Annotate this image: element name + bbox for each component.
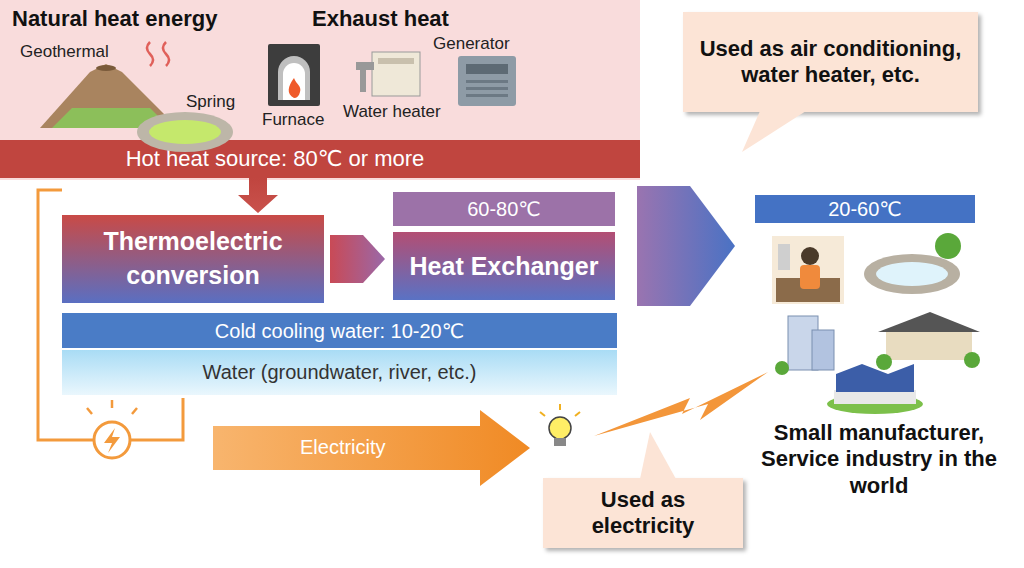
node-text: Used as electricity [557, 487, 729, 540]
office-building [812, 330, 834, 370]
ray-line [559, 404, 561, 410]
water-band: Water (groundwater, river, etc.) [62, 350, 617, 395]
generator-panel [466, 64, 508, 74]
bolt-icon [104, 428, 120, 453]
pipe [360, 70, 366, 92]
factory-base [834, 390, 916, 404]
sofa-icon [776, 278, 840, 302]
lawn [827, 394, 923, 414]
radiator-icon [778, 244, 790, 270]
source-panel: Natural heat energy Exhaust heatHot heat … [0, 0, 640, 180]
node-text: Used as air conditioning, water heater, … [697, 36, 964, 89]
callout-tail [742, 111, 806, 152]
onsen-stones [864, 254, 960, 294]
furnace-door [283, 63, 305, 100]
bulb-base [554, 438, 566, 446]
mountain-icon [40, 64, 178, 128]
heat-source-band: Hot heat source: 80℃ or more [0, 140, 640, 178]
electricity-arrow [213, 410, 530, 486]
process-box: Thermoelectric conversion [62, 215, 324, 303]
callout-box: Used as electricity [543, 478, 743, 548]
generator-icon [458, 56, 516, 106]
node-text: Thermoelectric conversion [72, 225, 314, 293]
power-symbol [94, 422, 130, 458]
office-building [788, 316, 818, 370]
tree-icon [775, 361, 789, 375]
onsen-water [876, 262, 948, 286]
callout-tail [640, 432, 676, 479]
flow-arrow [330, 235, 385, 283]
factory-roof [836, 364, 914, 392]
generator-grille [466, 87, 508, 90]
generator-grille [466, 94, 508, 97]
lightning-bolt [594, 372, 768, 436]
node-text: Heat Exchanger [410, 252, 599, 281]
node-text: Exhaust heat [312, 6, 449, 32]
node-text: Hot heat source: 80℃ or more [126, 146, 425, 172]
water-heater-icon [372, 52, 420, 96]
bulb-icon [549, 417, 571, 439]
tree-icon [964, 352, 980, 368]
tree-icon [935, 233, 961, 259]
person-body [800, 265, 820, 289]
cooling-band: Cold cooling water: 10-20℃ [62, 313, 617, 348]
arrow-label: Electricity [300, 436, 386, 459]
steam-line [163, 42, 169, 66]
node-text: Cold cooling water: 10-20℃ [215, 319, 464, 343]
ray-line [87, 408, 92, 414]
heater-panel [378, 58, 414, 64]
spring-water [149, 120, 221, 144]
inn-roof [878, 312, 980, 332]
furnace-arch [278, 56, 310, 100]
tree-icon [876, 354, 892, 370]
fire-icon [289, 78, 301, 98]
generator-grille [466, 80, 508, 83]
spring-stones [137, 112, 233, 152]
node-text: 20-60℃ [828, 197, 902, 221]
circuit-wire [38, 190, 183, 440]
pipe [356, 62, 374, 70]
steam-line [147, 42, 153, 66]
ray-line [575, 412, 580, 416]
user-label: Small manufacturer, Service industry in … [745, 420, 1013, 499]
crater [96, 65, 116, 71]
ray-line [111, 400, 114, 408]
room-icon [772, 236, 844, 304]
mountain-base [52, 108, 170, 128]
ray-line [540, 412, 545, 416]
flow-arrow [637, 186, 735, 306]
node-text: Natural heat energy [12, 6, 217, 32]
furnace-icon [268, 44, 320, 106]
person-head [801, 247, 819, 265]
ray-line [132, 408, 137, 414]
inn-building [886, 330, 972, 360]
process-box: Heat Exchanger [393, 232, 615, 300]
temperature-band: 20-60℃ [755, 195, 975, 223]
callout-box: Used as air conditioning, water heater, … [683, 12, 978, 112]
temperature-band: 60-80℃ [393, 192, 615, 226]
flow-arrow [238, 178, 278, 213]
node-text: Water (groundwater, river, etc.) [203, 361, 477, 384]
node-text: 60-80℃ [467, 197, 541, 221]
